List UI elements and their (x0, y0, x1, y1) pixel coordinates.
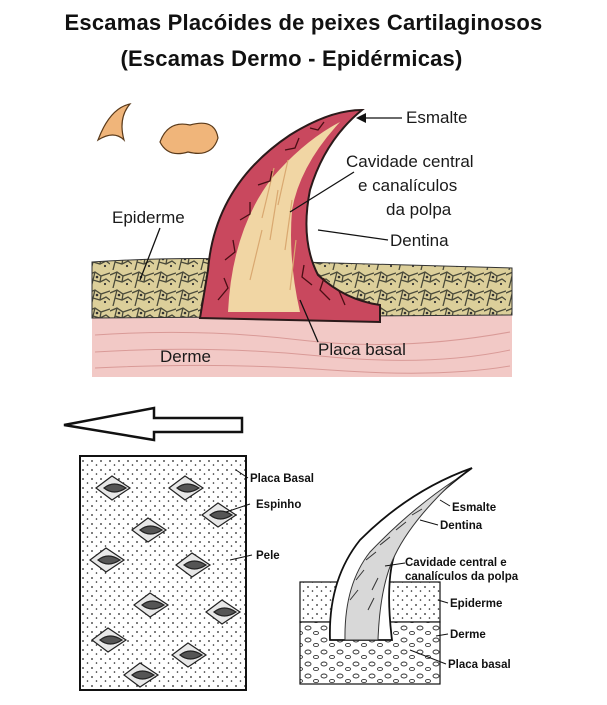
label-derme-section: Derme (450, 629, 486, 641)
scale-cross-section-diagram: Esmalte Dentina Cavidade central e canal… (299, 467, 519, 685)
label-placa-basal-section: Placa basal (448, 659, 511, 671)
label-placa-basal-skin: Placa Basal (250, 473, 314, 485)
label-derme: Derme (160, 347, 211, 366)
label-cavidade-line1: Cavidade central (346, 152, 474, 171)
label-epiderme: Epiderme (112, 208, 185, 227)
label-cavidade-line3: da polpa (386, 200, 452, 219)
label-pele: Pele (256, 550, 280, 562)
skin-surface-diagram: Placa Basal Espinho Pele (79, 455, 314, 691)
label-esmalte: Esmalte (406, 108, 467, 127)
label-esmalte-section: Esmalte (452, 502, 496, 514)
label-dentina: Dentina (390, 231, 449, 250)
left-arrow-icon (63, 406, 244, 442)
label-dentina-section: Dentina (440, 520, 483, 532)
dermis-layer (92, 315, 512, 377)
placoid-scale (198, 108, 381, 324)
title-line-2: (Escamas Dermo - Epidérmicas) (120, 46, 463, 71)
label-cavidade-line2: e canalículos (358, 176, 457, 195)
label-espinho: Espinho (256, 499, 301, 511)
scale-icon-2 (159, 122, 219, 155)
scale-icon-1 (96, 103, 132, 143)
top-scale-diagram: Esmalte Cavidade central e canalículos d… (91, 103, 513, 377)
label-epiderme-section: Epiderme (450, 598, 502, 610)
label-placa-basal: Placa basal (318, 340, 406, 359)
label-cavidade-section-line2: canalículos da polpa (405, 571, 519, 583)
label-cavidade-section-line1: Cavidade central e (405, 557, 507, 569)
title-line-1: Escamas Placóides de peixes Cartilaginos… (64, 10, 543, 35)
